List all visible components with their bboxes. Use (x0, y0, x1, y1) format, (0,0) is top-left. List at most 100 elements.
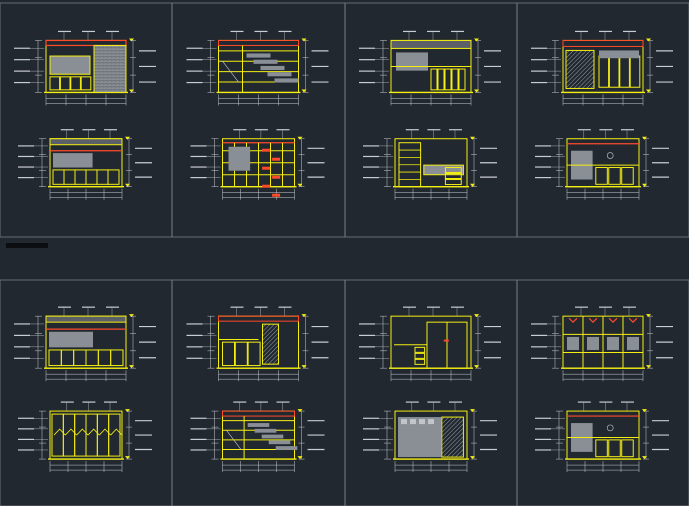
cornice-band (218, 39, 299, 46)
level-marker (297, 456, 303, 460)
wall-object (410, 419, 416, 425)
dimension-lines (363, 401, 497, 473)
lower-cabinet (107, 169, 120, 185)
level-marker (301, 365, 307, 369)
sheet-7 (344, 279, 518, 506)
dimension-lines (359, 30, 501, 106)
level-marker (474, 38, 479, 42)
drawer-front (59, 76, 71, 91)
accent-block (272, 193, 281, 197)
wall-object (419, 419, 425, 425)
sheet-4 (516, 2, 689, 238)
elevation-grid-shelving (220, 138, 297, 197)
lower-cabinet (73, 349, 87, 367)
dimension-lines (531, 306, 673, 382)
lower-cabinet (608, 167, 621, 185)
sheet-8 (516, 279, 689, 506)
elevation-shelving-open (216, 39, 301, 94)
elevation-shelf-desk (565, 138, 641, 188)
level-marker (470, 409, 475, 413)
bay-shading (607, 336, 619, 350)
level-marker (301, 89, 307, 93)
elevation-outline (390, 315, 472, 369)
level-marker (301, 38, 307, 42)
door-leaf (430, 68, 438, 91)
lower-cabinet (96, 169, 109, 185)
door-swing (110, 428, 123, 436)
lower-cabinet (48, 349, 62, 367)
drawer-front (70, 76, 81, 91)
accent-block (262, 148, 271, 152)
elevation-hatch-wall (393, 410, 469, 460)
door-leaf (598, 55, 610, 88)
lamp-symbol (606, 424, 614, 432)
elevation-outline (222, 410, 295, 460)
lower-cabinet (63, 169, 76, 185)
sheet-2 (171, 2, 346, 238)
drawer-front (80, 76, 92, 91)
dimension-lines (186, 306, 329, 382)
door-leaf (629, 55, 641, 88)
drawer-front (414, 358, 426, 365)
accent-block (272, 157, 281, 161)
level-marker (646, 38, 651, 42)
lower-cabinet (85, 349, 99, 367)
shelf-object (260, 65, 285, 71)
lower-cabinet (74, 169, 87, 185)
door-leaf (608, 55, 620, 88)
elevation-bunk-ladder (393, 138, 469, 188)
elevation-cabinet-low (44, 315, 128, 369)
upper-band (390, 39, 472, 49)
drawer-front (49, 76, 61, 91)
cornice-band (222, 410, 295, 417)
level-marker (470, 136, 475, 140)
level-marker (297, 183, 303, 187)
accent-mark (588, 317, 598, 324)
sheet-6 (171, 279, 346, 506)
level-marker (125, 183, 130, 187)
dimension-lines (535, 129, 669, 200)
hatched-panel (262, 323, 279, 365)
accent-mark (608, 317, 618, 324)
title-block-bar (6, 243, 48, 248)
elevation-cabinet-wide (389, 39, 473, 94)
door-leaf (437, 68, 445, 91)
lower-cabinet (110, 349, 124, 367)
level-marker (125, 456, 130, 460)
door-leaf (222, 341, 235, 367)
elevation-cabinet-doors (561, 39, 645, 94)
door-leaf (619, 55, 630, 88)
dimension-lines (531, 30, 673, 106)
dimension-lines (359, 306, 501, 382)
elevation-panel-hatch (44, 39, 128, 94)
shelf-object (254, 428, 277, 433)
drawer-front (444, 179, 462, 186)
accent-block (262, 184, 271, 188)
level-marker (125, 409, 130, 413)
shelf-object (274, 78, 299, 83)
elevation-hatch-doors (216, 315, 301, 369)
accent-block (272, 175, 281, 179)
level-marker (646, 314, 651, 318)
cornice-band (45, 39, 127, 47)
door-leaf (451, 68, 459, 91)
lower-cabinet (97, 349, 112, 367)
shelf-object (247, 423, 270, 427)
brick-panel (93, 44, 127, 93)
dimension-lines (190, 401, 325, 473)
handle-mark (443, 339, 449, 342)
door-leaf (234, 341, 248, 367)
dimension-lines (190, 129, 325, 200)
drawer-front (414, 346, 426, 353)
display-shading (396, 52, 428, 71)
bay-shading (627, 336, 639, 350)
level-marker (474, 365, 479, 369)
top-band (45, 315, 127, 323)
drawing-title-block (6, 243, 48, 250)
shelf-object (261, 434, 284, 439)
sheet-1 (0, 2, 173, 238)
level-marker (129, 365, 134, 369)
door-leaf (247, 341, 261, 367)
elevation-wardrobe-desk (389, 315, 473, 369)
